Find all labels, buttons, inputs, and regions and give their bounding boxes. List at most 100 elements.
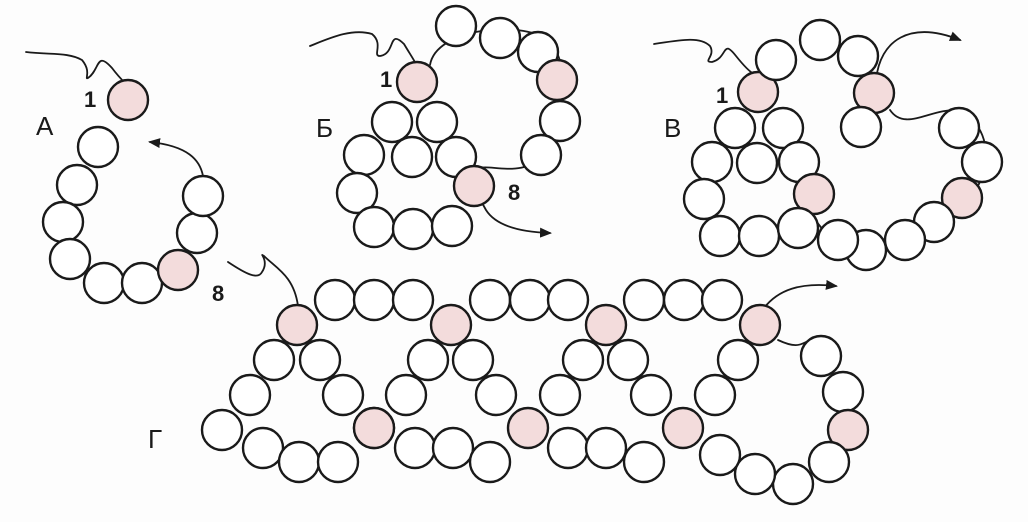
panel-label-g: Г [148,424,162,454]
bead-a-5 [48,237,92,281]
panel-b-end-number: 8 [508,180,520,205]
bead-g-17 [451,338,495,382]
bead-v-2 [713,106,757,150]
panel-a-end-number: 8 [212,281,224,306]
panel-a-start-number: 1 [84,87,96,112]
bead-v-19 [940,176,984,220]
bead-a-9 [175,211,219,255]
bead-g-5 [429,303,473,347]
bead-a-2 [76,125,120,169]
bead-g-16 [406,338,450,382]
bead-b-8 [452,164,496,208]
bead-v-8 [792,172,836,216]
bead-b-13 [478,16,522,60]
bead-v-13 [798,18,842,62]
bead-b-16 [538,99,582,143]
bead-v-1 [736,70,780,114]
bead-v-10 [737,214,781,258]
bead-b-7 [335,171,379,215]
bead-b-5 [390,135,434,179]
bead-g-4 [391,278,435,322]
bead-g-1 [275,303,319,347]
bead-g-10 [622,278,666,322]
panel-label-b: Б [316,113,333,143]
bead-v-9 [698,214,742,258]
bead-g-24 [474,373,518,417]
bead-b-17 [519,133,563,177]
bead-g-21 [228,373,272,417]
bead-g-30 [352,406,396,450]
bead-b-4 [342,133,386,177]
bead-a-8 [156,248,200,292]
bead-v-17 [937,106,981,150]
panel-label-v: В [664,113,681,143]
bead-v-7 [682,177,726,221]
bead-g-42 [799,334,843,378]
bead-b-1 [395,60,439,104]
bead-g-8 [546,278,590,322]
thread-b-start [309,31,417,65]
bead-v-11 [776,206,820,250]
bead-g-27 [693,373,737,417]
bead-v-23 [816,218,860,262]
bead-b-3 [415,100,459,144]
bead-b-10 [391,207,435,251]
bead-b-15 [535,58,579,102]
bead-g-19 [606,338,650,382]
bead-g-20 [716,338,760,382]
bead-g-28 [200,408,244,452]
bead-g-22 [321,373,365,417]
bead-g-48 [698,433,742,477]
bead-g-6 [468,278,512,322]
bead-g-44 [826,408,870,452]
bead-g-41 [622,440,666,484]
bead-v-3 [761,106,805,150]
panel-v-start-number: 1 [716,83,728,108]
bead-b-2 [370,100,414,144]
bead-v-16 [839,105,883,149]
panel-label-a: А [36,111,54,141]
thread-g-start [227,254,299,307]
bead-g-36 [546,426,590,470]
bead-b-12 [434,4,478,48]
bead-v-14 [836,34,880,78]
bead-v-12 [754,38,798,82]
bead-g-11 [662,278,706,322]
bead-g-47 [733,452,777,496]
bead-g-45 [807,440,851,484]
bead-g-23 [384,373,428,417]
thread-g-link [777,339,807,347]
bead-b-9 [352,205,396,249]
thread-a-start [25,51,127,85]
bead-g-18 [561,338,605,382]
bead-a-4 [41,200,85,244]
bead-a-3 [55,163,99,207]
bead-g-26 [629,373,673,417]
thread-a-end [148,138,204,177]
bead-a-7 [120,261,164,305]
bead-g-43 [821,370,865,414]
bead-g-9 [584,303,628,347]
bead-v-5 [735,141,779,185]
bead-g-3 [352,278,396,322]
bead-g-35 [431,426,475,470]
bead-g-12 [700,278,744,322]
thread-v-start [653,38,755,75]
bead-g-7 [508,278,552,322]
bead-g-2 [313,278,357,322]
bead-g-39 [316,440,360,484]
panel-b-start-number: 1 [380,67,392,92]
bead-g-13 [738,303,782,347]
bead-g-38 [277,440,321,484]
bead-v-21 [883,218,927,262]
bead-a-10 [181,174,225,218]
bead-g-33 [241,426,285,470]
bead-g-25 [538,373,582,417]
bead-g-37 [584,426,628,470]
thread-v-end [875,31,962,81]
bead-g-46 [771,462,815,506]
bead-g-15 [298,338,342,382]
bead-g-34 [393,426,437,470]
